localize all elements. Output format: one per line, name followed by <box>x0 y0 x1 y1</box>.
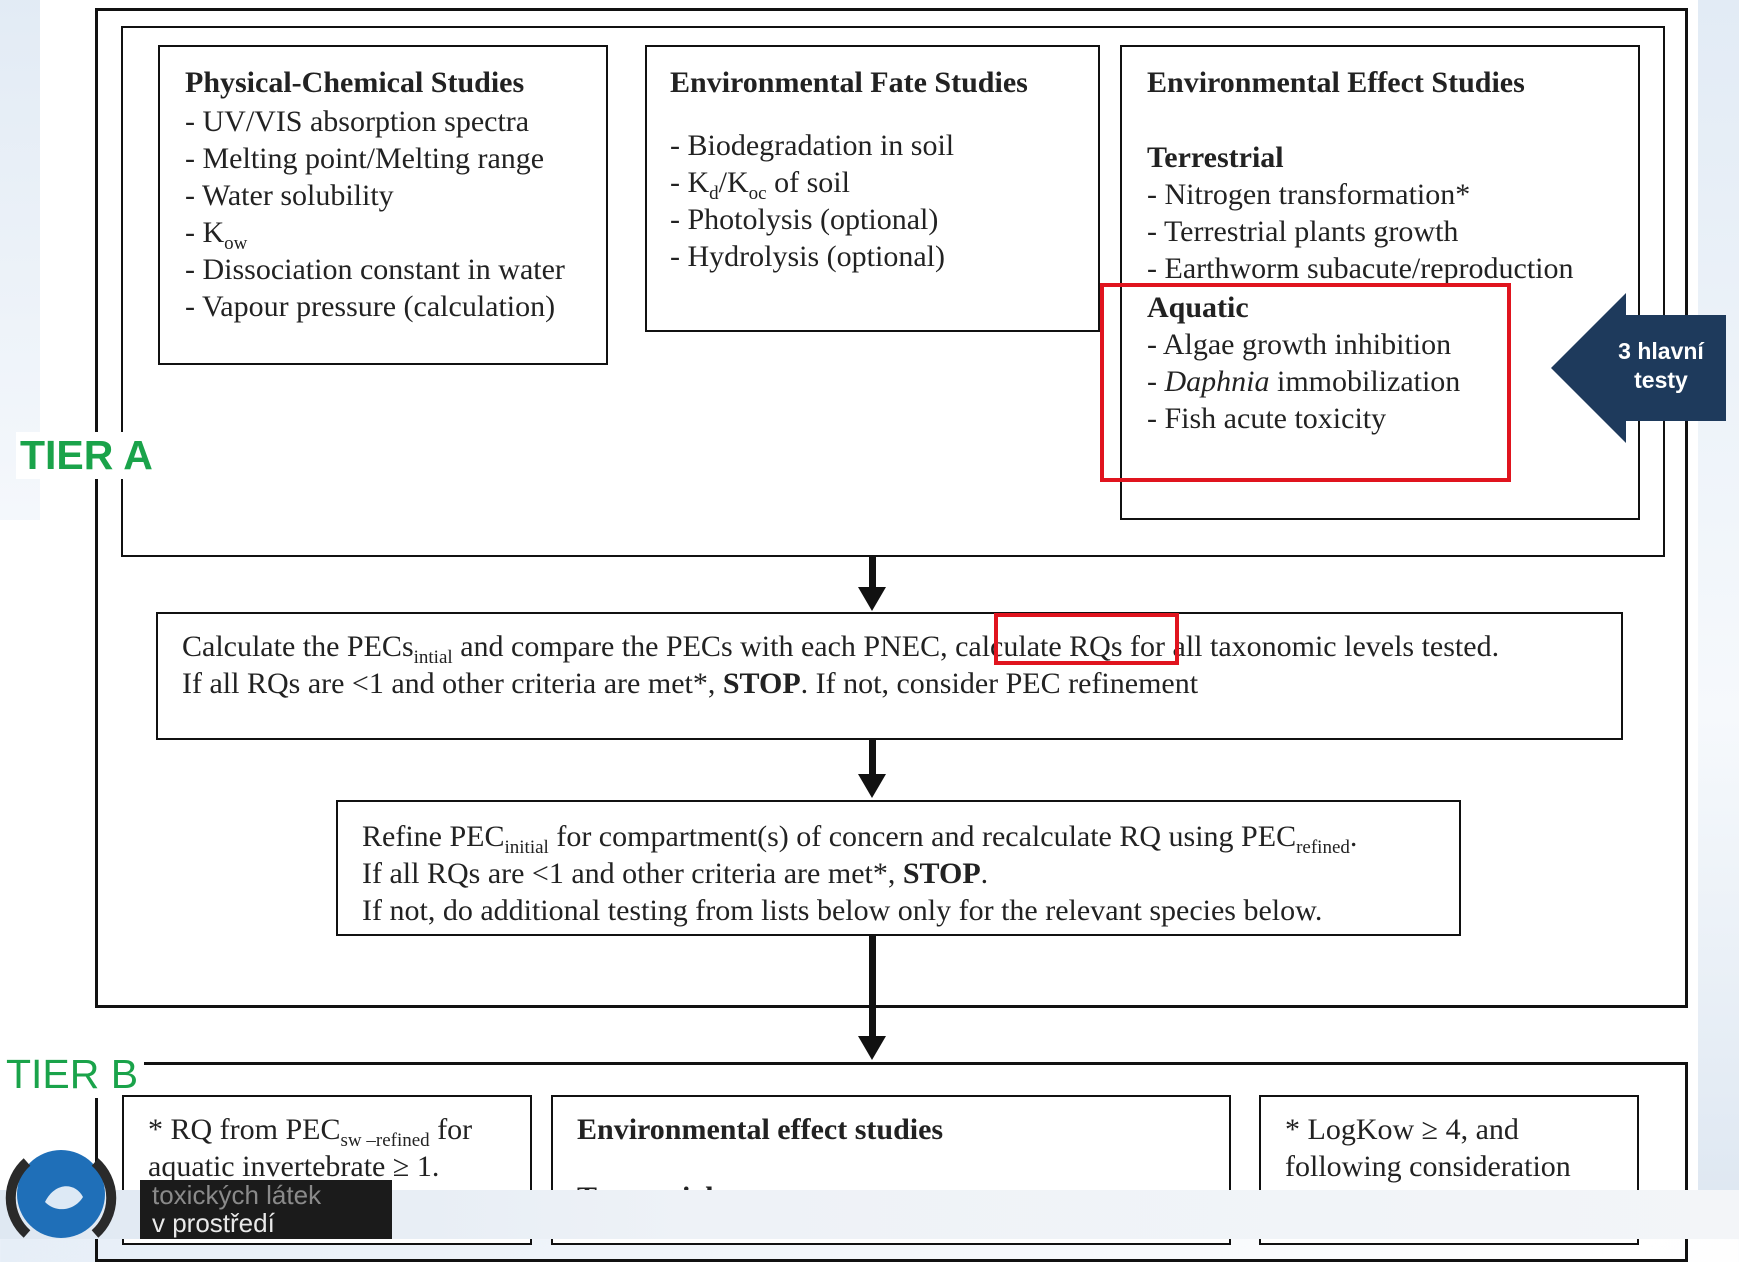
refine-box: Refine PECinitial for compartment(s) of … <box>336 800 1461 936</box>
refine-line2: If all RQs are <1 and other criteria are… <box>362 857 989 890</box>
aquatic-item: - Algae growth inhibition <box>1147 328 1452 361</box>
logo-text-line1: toxických látek <box>152 1180 322 1210</box>
physchem-item: - Water solubility <box>185 179 394 212</box>
recetox-logo-icon <box>5 1142 117 1239</box>
callout-line2: testy <box>1634 367 1688 393</box>
tier-a-label: TIER A <box>16 432 157 479</box>
physchem-item: - Vapour pressure (calculation) <box>185 290 556 323</box>
fate-item: - Hydrolysis (optional) <box>670 240 945 273</box>
arrow-head <box>858 1036 886 1060</box>
arrow-shaft <box>869 740 876 774</box>
physchem-item: - Dissociation constant in water <box>185 253 565 286</box>
calc-line2: If all RQs are <1 and other criteria are… <box>182 667 1199 700</box>
terrestrial-item: - Terrestrial plants growth <box>1147 215 1459 248</box>
logo-text-panel <box>140 1180 392 1239</box>
tier-b-left-line1: * RQ from PECsw –refined for <box>148 1113 473 1151</box>
aquatic-title: Aquatic <box>1147 291 1249 324</box>
logo-text-line2: v prostředí <box>152 1208 275 1238</box>
arrow-head <box>858 774 886 798</box>
fate-box: Environmental Fate Studies - Biodegradat… <box>645 45 1100 332</box>
callout-arrow-shape <box>1551 293 1726 443</box>
tier-b-label: TIER B <box>0 1051 145 1098</box>
arrow-head <box>858 587 886 611</box>
callout-arrow: 3 hlavní testy <box>1551 293 1726 443</box>
tier-a-outer-frame <box>95 8 1688 1008</box>
fate-title: Environmental Fate Studies <box>670 66 1028 99</box>
fate-item: - Photolysis (optional) <box>670 203 939 236</box>
tier-b-right-line1: * LogKow ≥ 4, and <box>1285 1113 1519 1146</box>
refine-line1: Refine PECinitial for compartment(s) of … <box>362 820 1358 858</box>
tier-b-right-line2: following consideration <box>1285 1150 1571 1183</box>
arrow-shaft <box>869 557 876 587</box>
tier-b-left-line2: aquatic invertebrate ≥ 1. <box>148 1150 440 1183</box>
fate-item-kd: - Kd/Koc of soil <box>670 166 850 204</box>
terrestrial-title: Terrestrial <box>1147 141 1284 174</box>
aquatic-item: - Fish acute toxicity <box>1147 402 1387 435</box>
rq-highlight <box>994 613 1179 665</box>
calc-line1: Calculate the PECsintial and compare the… <box>182 630 1500 668</box>
right-decoration <box>1698 0 1739 1190</box>
aquatic-highlight <box>1100 283 1511 482</box>
refine-line3: If not, do additional testing from lists… <box>362 894 1323 927</box>
terrestrial-item: - Earthworm subacute/reproduction <box>1147 252 1574 285</box>
tier-b-mid-title: Environmental effect studies <box>577 1113 944 1146</box>
arrow-shaft <box>869 936 876 1036</box>
physchem-item-kow: - Kow <box>185 216 248 254</box>
fate-item: - Biodegradation in soil <box>670 129 955 162</box>
physchem-item: - UV/VIS absorption spectra <box>185 105 530 138</box>
physchem-title: Physical-Chemical Studies <box>185 66 525 99</box>
effect-title: Environmental Effect Studies <box>1147 66 1525 99</box>
effect-box: Environmental Effect Studies Terrestrial… <box>1120 45 1640 520</box>
calc-box: Calculate the PECsintial and compare the… <box>156 612 1623 740</box>
physchem-item: - Melting point/Melting range <box>185 142 545 175</box>
callout-line1: 3 hlavní <box>1618 338 1704 364</box>
aquatic-item-daphnia: - Daphnia immobilization <box>1147 365 1461 398</box>
terrestrial-item: - Nitrogen transformation* <box>1147 178 1471 211</box>
physchem-box: Physical-Chemical Studies - UV/VIS absor… <box>158 45 608 365</box>
